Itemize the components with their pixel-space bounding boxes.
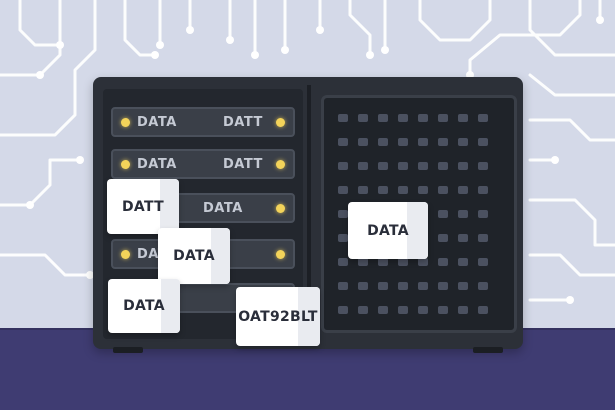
vent-slot <box>378 306 388 314</box>
vent-slot <box>418 114 428 122</box>
data-card-label: DATA <box>367 222 409 239</box>
vent-slot <box>398 138 408 146</box>
vent-grid <box>338 114 508 319</box>
vent-slot <box>418 258 428 266</box>
vent-slot <box>458 162 468 170</box>
vent-slot <box>398 282 408 290</box>
vent-slot <box>338 282 348 290</box>
data-card-label: OAT92BLT <box>238 308 318 325</box>
vent-slot <box>438 258 448 266</box>
vent-slot <box>478 114 488 122</box>
data-card-label: DATT <box>122 198 164 215</box>
vent-slot <box>418 282 428 290</box>
vent-slot <box>358 186 368 194</box>
vent-slot <box>338 186 348 194</box>
data-card-label: DATA <box>123 298 165 314</box>
vent-slot <box>338 306 348 314</box>
vent-slot <box>438 162 448 170</box>
status-led-icon <box>121 250 130 259</box>
vent-slot <box>438 114 448 122</box>
vent-slot <box>338 162 348 170</box>
vent-slot <box>438 282 448 290</box>
vent-slot <box>478 282 488 290</box>
status-led-icon <box>276 118 285 127</box>
vent-slot <box>398 114 408 122</box>
status-led-icon <box>276 250 285 259</box>
vent-slot <box>338 138 348 146</box>
vent-slot <box>418 306 428 314</box>
vent-slot <box>478 162 488 170</box>
status-led-icon <box>121 160 130 169</box>
vent-slot <box>358 114 368 122</box>
vent-slot <box>338 258 348 266</box>
vent-slot <box>378 138 388 146</box>
vent-slot <box>478 186 488 194</box>
rack-label-left: DATA <box>203 201 243 216</box>
vent-slot <box>338 114 348 122</box>
vent-slot <box>438 138 448 146</box>
vent-slot <box>378 114 388 122</box>
vent-slot <box>358 282 368 290</box>
vent-slot <box>358 162 368 170</box>
data-card: DATA <box>108 279 180 333</box>
data-card: OAT92BLT <box>236 287 320 346</box>
server-rack-unit: DATA DATT <box>111 149 295 179</box>
vent-slot <box>478 138 488 146</box>
vent-slot <box>458 234 468 242</box>
rack-label-left: DATA <box>137 115 177 130</box>
vent-slot <box>398 162 408 170</box>
data-card: DATT <box>107 179 179 234</box>
vent-slot <box>438 306 448 314</box>
vent-slot <box>398 306 408 314</box>
vent-slot <box>398 258 408 266</box>
vent-slot <box>458 138 468 146</box>
vent-slot <box>458 282 468 290</box>
vent-slot <box>358 306 368 314</box>
vent-slot <box>338 234 348 242</box>
rack-label-right: DATT <box>223 115 263 130</box>
vent-slot <box>418 162 428 170</box>
vent-slot <box>418 138 428 146</box>
vent-slot <box>438 186 448 194</box>
vent-panel <box>321 95 517 333</box>
vent-slot <box>378 162 388 170</box>
vent-slot <box>398 186 408 194</box>
vent-slot <box>418 186 428 194</box>
cabinet-foot-right <box>473 347 503 353</box>
vent-slot <box>478 234 488 242</box>
cabinet-foot-left <box>113 347 143 353</box>
vent-slot <box>438 210 448 218</box>
vent-slot <box>458 114 468 122</box>
vent-slot <box>458 210 468 218</box>
vent-slot <box>438 234 448 242</box>
vent-slot <box>358 258 368 266</box>
vent-slot <box>338 210 348 218</box>
data-card: DATA <box>158 228 230 284</box>
rack-label-right: DATT <box>223 157 263 172</box>
status-led-icon <box>121 118 130 127</box>
cabinet-divider <box>307 85 311 343</box>
vent-slot <box>478 258 488 266</box>
data-card: DATA <box>348 202 428 259</box>
server-rack-unit: DATA DATT <box>111 107 295 137</box>
vent-slot <box>378 282 388 290</box>
vent-slot <box>378 258 388 266</box>
vent-slot <box>478 210 488 218</box>
status-led-icon <box>276 160 285 169</box>
vent-slot <box>358 138 368 146</box>
vent-slot <box>458 306 468 314</box>
data-card-label: DATA <box>173 248 215 264</box>
vent-slot <box>458 258 468 266</box>
vent-slot <box>458 186 468 194</box>
status-led-icon <box>276 204 285 213</box>
vent-slot <box>478 306 488 314</box>
vent-slot <box>378 186 388 194</box>
rack-label-left: DATA <box>137 157 177 172</box>
